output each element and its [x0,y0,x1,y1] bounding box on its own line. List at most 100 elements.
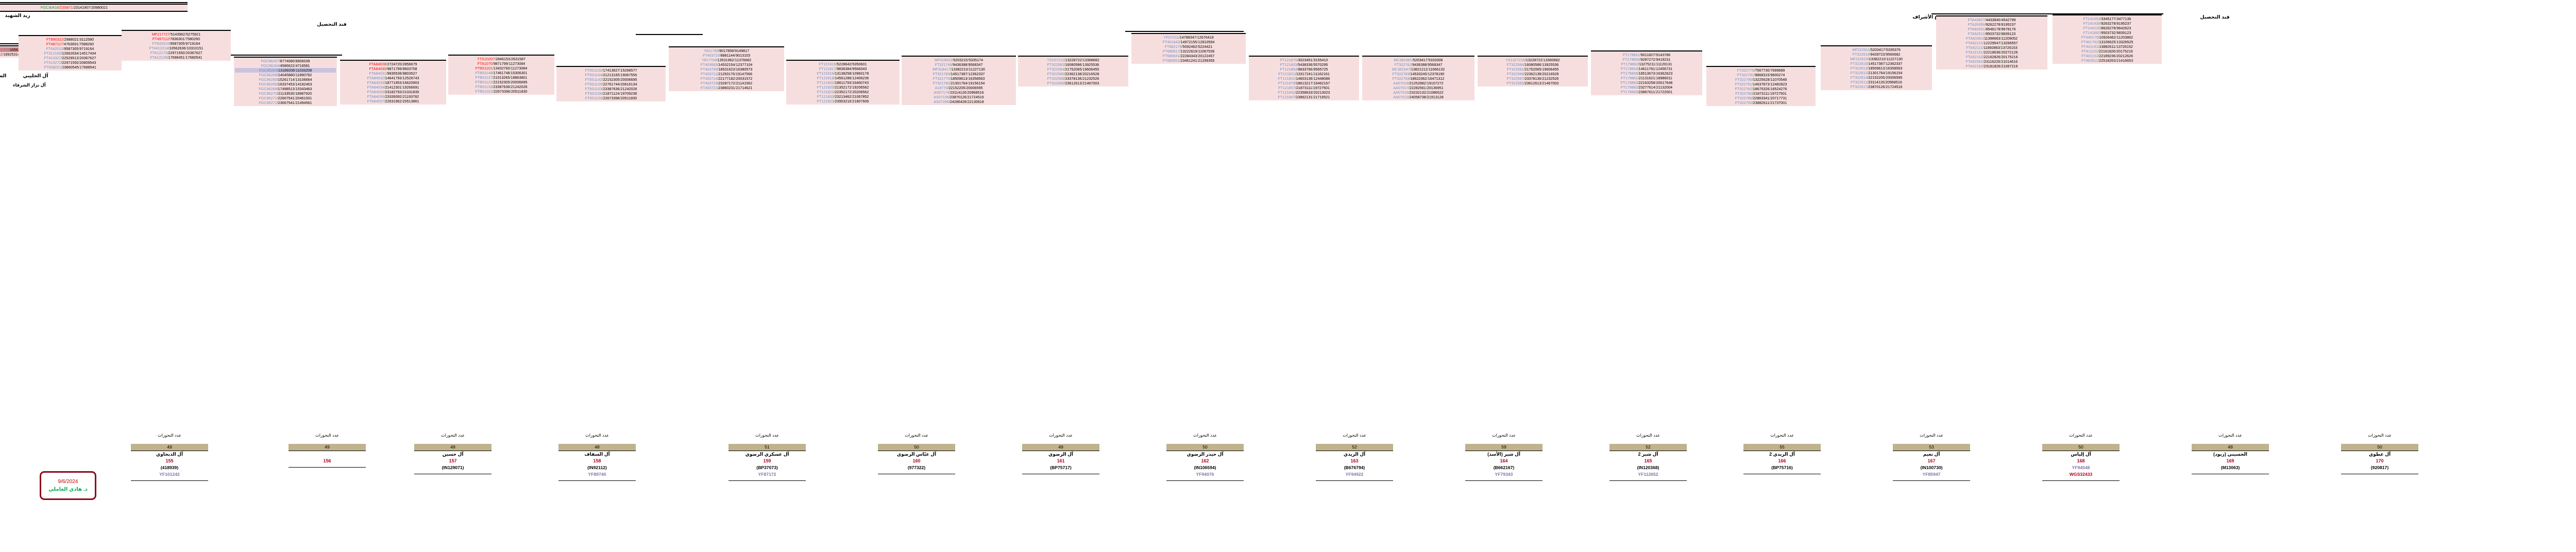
snp-row: FTA84037/22631962/20513861 [367,98,419,104]
snp-name: FT121832 [817,80,834,85]
snp-row: FT321774/18509613/16358563 [933,76,985,81]
family-name: آل عبّاس الرضوي [896,451,937,457]
leaf-bottom-rule [131,480,208,481]
snp-name: YS1327216 [1505,57,1525,62]
snp-name: AS07174 [934,90,950,95]
snp-name: FT403720 [702,53,720,58]
snp-name: FT322791 [1735,81,1752,87]
snp-row: FT890322/2988021/3112580 [46,37,94,42]
snp-row: MF222611/5203417/5335376 [1852,47,1901,52]
snp-name: FT9S1130 [585,95,602,100]
tree-label-zayd: زيد الشهيد [5,13,30,19]
leaf-number: 155 [165,458,174,463]
snp-row: FT321746/9436388/9568347 [935,62,983,67]
snp-name: MC381647 [1392,66,1410,72]
snp-row: FT179865/23867611/21722001 [1620,89,1673,94]
badge-date: 9/6/2024 [58,479,78,485]
family-name: آل الذبحاوي [156,451,183,457]
snp-row: FT121857/21873111/19727501 [1278,85,1330,90]
snp-row: FT322581/21752065/19606455 [1506,66,1559,72]
snp-name: FT322790 [1735,77,1752,82]
snp-row: FT121847/23862131/21716521 [1278,94,1330,99]
snp-row: YS1327216/13228722/13360682 [1505,57,1560,62]
snp-row: FT403721/23860231/21714621 [700,85,753,90]
snp-name: FT440175 [2081,34,2098,40]
family-name: آل الرضوي [1048,451,1074,457]
kit-id: (BP75717) [1050,464,1072,470]
snp-row: FGC86267/8774080/8906039 [261,58,310,63]
snp-row: FT322587/23378136/21232526 [1506,76,1559,81]
snp-row: FT413327/22529513/20367627 [44,55,96,60]
snp-row: FT322582/16080586/13925536 [1047,62,1099,67]
badge-author: د. هادي العاملي [48,487,88,492]
snp-row: Y811795/9017858/9149817 [703,48,750,53]
snp-name: FT680617 [1162,48,1180,54]
snp-row: FT121875/3023451/3155410 [1280,57,1328,62]
kit-id: (IN92112) [587,464,607,470]
snp-name: FT322775 [1737,67,1754,73]
snp-name: FT121847 [1278,94,1295,99]
mutation-count-caption: عدد التحورات [1636,433,1660,438]
snp-row: AS07286/24286428/22130818 [934,99,984,104]
snp-name: FT121817 [819,66,836,71]
snp-name: FGC86265 [259,77,277,82]
snp-row: FT322615/14517387/12362337 [1850,61,1903,66]
snp-row: FT322780/21873111/19727501 [1735,91,1787,96]
snp-row: FTA84031/9935536/9803527 [369,71,417,76]
snp-row: FT322782/18675326/16524276 [1735,86,1787,91]
snp-name: FTA81661 [1966,36,1984,41]
snp-row: FT141439/9263278/9195237 [2083,21,2131,26]
connector-rule-8 [1931,13,2050,14]
snp-row: FT9S1156/21871124/19709238 [585,91,637,96]
snp-row: FT179881/21131621/18986011 [1621,75,1672,80]
snp-name: FT121841 [1278,76,1295,81]
snp-name: FGC30416 [40,5,59,10]
snp-row: FT322588/23378136/21232526 [1047,76,1099,81]
leaf-number: 158 [593,458,601,463]
snp-row: FTA1070/9871799/11273084 [477,61,526,66]
snp-row: FT9S1103/23387636/21242026 [585,86,637,91]
snp-row: FT9S1102/17413627/15268577 [585,67,637,73]
leaf-number: 166 [1778,458,1786,463]
snp-row: FGC86265/15261714/13106664 [259,77,312,82]
snp-row: FT322617/23870126/21724516 [1850,84,1903,89]
snp-name: FT403711 [700,71,718,76]
snp-name: FTA84030 [369,66,386,71]
snp-row: MC381647/13821212/11666132 [1392,66,1445,72]
yfull-id: YF112652 [1638,471,1658,477]
snp-row: FT121841/14603136/12448086 [1278,76,1330,81]
snp-row: AA07018/23232132/21086522 [1393,90,1444,95]
snp-name: FT322584 [1047,66,1064,72]
snp-name: FTA84032 [367,75,384,80]
snp-name: FT322614 [1850,75,1868,80]
snp-name: FT401132 [2081,53,2098,58]
snp-name: FT9S1102 [585,67,602,73]
snp-row: FTA81661/11396663/11209052 [1966,36,2018,41]
snp-row: FT322584/16080586/13925536 [1506,62,1559,67]
kit-id: (IN100730) [1920,464,1943,470]
snp-name: FTA82651 [1968,26,1985,31]
snp-name: FT179862 [1621,61,1638,66]
snp-name: FTA52162 [1965,54,1983,59]
mutation-count-value: 48 [558,443,636,451]
snp-row: FT403714/22177182/20031572 [700,76,753,81]
snp-name: FTA52182 [1965,63,1983,68]
snp-name: FT121857 [1278,85,1295,90]
mutation-count-value: 50 [878,443,955,451]
snp-name: FT890322 [46,37,63,42]
snp-name: Y811795 [703,48,719,53]
mutation-count-caption: عدد التحورات [158,433,181,438]
snp-name: FT121822 [817,89,834,94]
mutation-count-caption: عدد التحورات [2069,433,2093,438]
snp-name: FT121818 [817,75,834,80]
snp-name: FTA43827 [1968,17,1985,22]
tree-label-tahseel-1: فند التحصيل [317,22,347,27]
